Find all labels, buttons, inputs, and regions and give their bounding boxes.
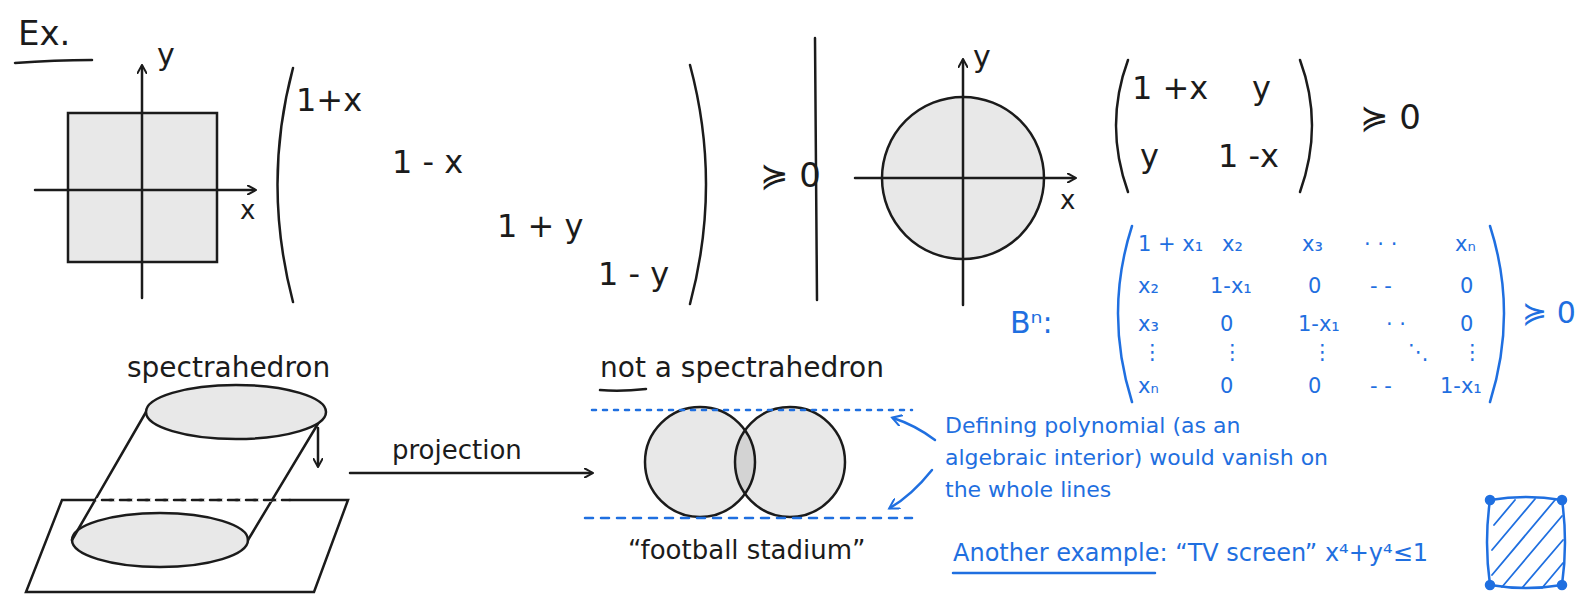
- hidden-edge: [102, 499, 290, 502]
- leader-line: [890, 470, 932, 508]
- matrix-entry: 0: [1460, 312, 1473, 336]
- tv-screen: [1487, 497, 1565, 588]
- matrix-entry: 1+x: [296, 82, 362, 119]
- arrow: [350, 472, 592, 475]
- matrix-entry: · ·: [1386, 312, 1406, 336]
- underline: [953, 572, 1155, 575]
- example-heading: Ex.: [18, 14, 70, 53]
- matrix-entry: y: [1140, 138, 1159, 175]
- plane: [26, 500, 348, 592]
- matrix-entry: 1 -x: [1218, 138, 1279, 175]
- set-name: Bⁿ:: [1010, 306, 1053, 341]
- note: Defining polynomial (as an algebraic int…: [945, 410, 1335, 506]
- axis-label: x: [240, 196, 255, 226]
- matrix-entry: x₃: [1138, 312, 1159, 336]
- inequality: ≽ 0: [760, 156, 821, 195]
- matrix-entry: ⋱: [1408, 340, 1429, 364]
- ellipse: [146, 385, 326, 439]
- bracket: [1116, 60, 1128, 192]
- caption-label: not a spectrahedron: [600, 352, 884, 384]
- axis-label: x: [1060, 186, 1075, 216]
- matrix-entry: x₂: [1222, 232, 1243, 256]
- matrix-entry: x₃: [1302, 232, 1323, 256]
- matrix-entry: 1 + x₁: [1138, 232, 1203, 256]
- caption-label: “football stadium”: [628, 536, 866, 566]
- matrix-entry: - -: [1370, 274, 1392, 298]
- matrix-entry: 1 - x: [392, 144, 463, 181]
- bracket: [1300, 60, 1312, 192]
- matrix-entry: 0: [1220, 374, 1233, 398]
- underline: [15, 60, 92, 63]
- matrix-entry: 1-x₁: [1298, 312, 1340, 336]
- matrix-entry: ⋮: [1312, 340, 1333, 364]
- bracket: [1118, 226, 1132, 402]
- matrix-entry: 0: [1308, 274, 1321, 298]
- matrix-entry: 0: [1308, 374, 1321, 398]
- bracket: [690, 65, 706, 304]
- x-axis: [35, 189, 255, 192]
- axis-label: y: [157, 38, 175, 73]
- y-axis: [141, 66, 144, 298]
- matrix-entry: - -: [1370, 374, 1392, 398]
- matrix-entry: xₙ: [1455, 232, 1476, 256]
- hidden-edge: [98, 498, 295, 502]
- dashed-line: [585, 517, 912, 520]
- inequality: ≽ 0: [1522, 296, 1576, 331]
- matrix-entry: 1 + y: [497, 208, 583, 245]
- matrix-entry: ⋮: [1142, 340, 1163, 364]
- cylinder-side: [72, 412, 146, 540]
- matrix-entry: 1 +x: [1132, 70, 1208, 107]
- ellipse: [72, 513, 248, 567]
- matrix-entry: 0: [1460, 274, 1473, 298]
- matrix-entry: 0: [1220, 312, 1233, 336]
- matrix-entry: 1 - y: [598, 256, 669, 293]
- matrix-entry: · · ·: [1364, 232, 1397, 256]
- leader-line: [893, 418, 935, 440]
- bracket: [278, 68, 294, 302]
- arrow-label: projection: [392, 436, 522, 466]
- matrix-entry: xₙ: [1138, 374, 1159, 398]
- caption-label: spectrahedron: [127, 352, 330, 384]
- disk: [735, 407, 845, 517]
- underline: [600, 389, 646, 391]
- note: Another example: “TV screen” x⁴+y⁴≤1: [953, 540, 1428, 568]
- matrix-entry: x₂: [1138, 274, 1159, 298]
- matrix-entry: y: [1252, 70, 1271, 107]
- inequality: ≽ 0: [1360, 98, 1421, 137]
- arrow: [317, 428, 320, 466]
- matrix-entry: ⋮: [1462, 340, 1483, 364]
- bracket: [1490, 226, 1504, 402]
- matrix-entry: 1-x₁: [1440, 374, 1482, 398]
- matrix-entry: 1-x₁: [1210, 274, 1252, 298]
- matrix-entry: ⋮: [1222, 340, 1243, 364]
- y-axis: [962, 60, 965, 305]
- x-axis: [855, 177, 1075, 180]
- axis-label: y: [973, 40, 991, 75]
- dashed-line: [592, 409, 912, 412]
